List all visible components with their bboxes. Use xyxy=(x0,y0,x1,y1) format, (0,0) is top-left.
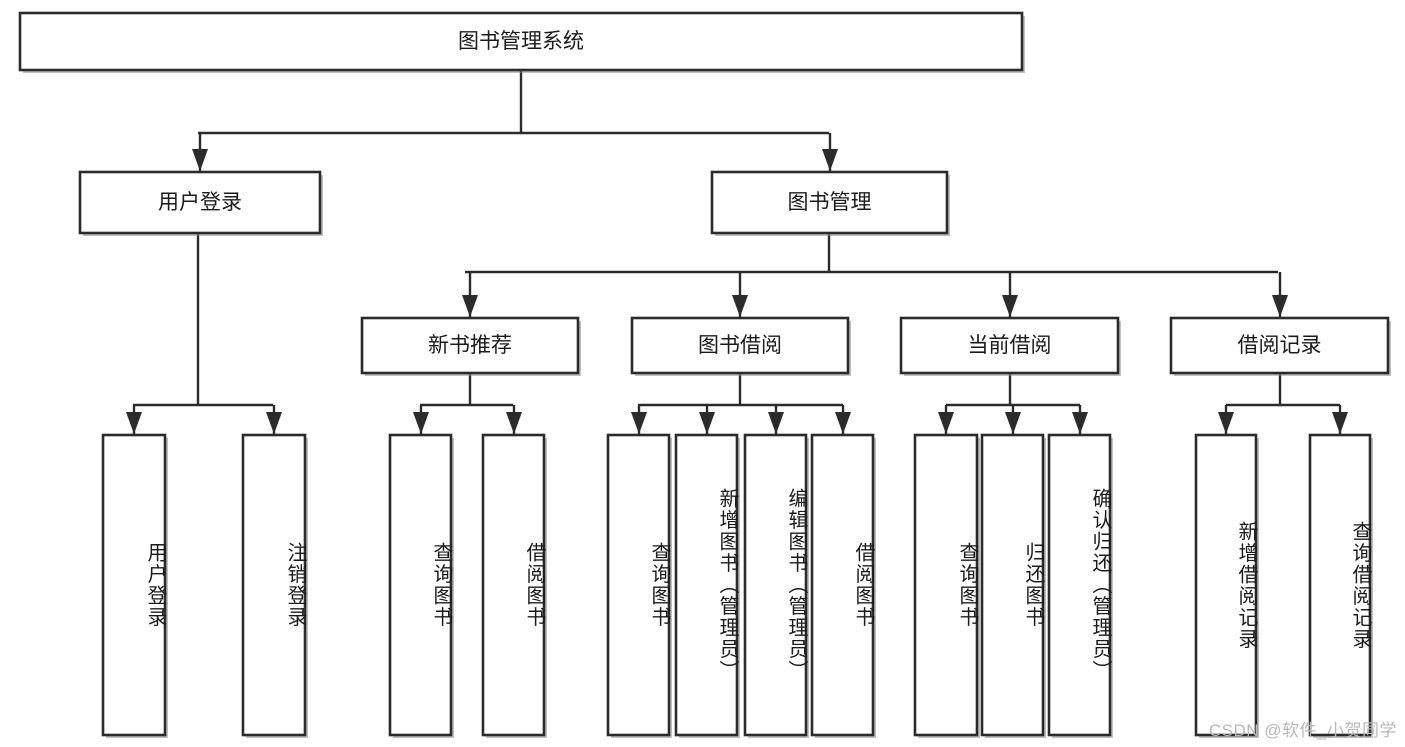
node-rect[interactable] xyxy=(360,316,580,375)
arrow-head-icon xyxy=(506,412,522,434)
node-root[interactable] xyxy=(18,11,1025,73)
csdn-watermark: CSDN @软件_小贺同学 xyxy=(1208,721,1397,740)
node-label: 图书管理 xyxy=(788,191,872,214)
node-borrow-record[interactable] xyxy=(1169,316,1391,376)
boxes-layer xyxy=(18,11,1391,738)
connector-group-bus-book-borrow xyxy=(631,373,851,434)
node-rect[interactable] xyxy=(1308,433,1372,737)
arrow-head-icon xyxy=(699,412,715,434)
node-label: 用户登录 xyxy=(158,191,242,214)
node-label: 图书管理系统 xyxy=(458,30,584,53)
node-book-borrow[interactable] xyxy=(630,316,851,376)
node-rect[interactable] xyxy=(743,433,808,737)
node-rect[interactable] xyxy=(606,433,671,737)
node-new-book-rec[interactable] xyxy=(360,316,581,376)
arrow-head-icon xyxy=(835,412,851,434)
arrow-head-icon xyxy=(938,412,954,434)
node-rect[interactable] xyxy=(1194,433,1258,737)
arrow-head-icon xyxy=(1218,412,1234,434)
node-label: 当前借阅 xyxy=(968,334,1052,357)
node-rect[interactable] xyxy=(481,433,546,737)
node-leaf-query-book-rec[interactable] xyxy=(388,433,454,738)
node-rect[interactable] xyxy=(630,316,850,375)
node-leaf-user-login[interactable] xyxy=(101,433,168,738)
node-label: 图书借阅 xyxy=(698,334,782,357)
node-book-manage[interactable] xyxy=(710,170,950,236)
connector-group-bus-root xyxy=(192,70,838,171)
node-leaf-add-book[interactable] xyxy=(674,433,740,738)
arrow-head-icon xyxy=(126,412,142,434)
arrow-head-icon xyxy=(768,412,784,434)
node-leaf-add-record[interactable] xyxy=(1194,433,1259,738)
node-label: 借阅记录 xyxy=(1238,334,1322,357)
arrow-head-icon xyxy=(462,295,478,317)
arrow-head-icon xyxy=(1072,412,1088,434)
node-label: 新书推荐 xyxy=(428,334,512,357)
node-rect[interactable] xyxy=(1047,433,1112,737)
node-leaf-query-book-cb[interactable] xyxy=(913,433,980,738)
node-rect[interactable] xyxy=(899,316,1120,375)
node-rect[interactable] xyxy=(18,11,1024,72)
arrow-head-icon xyxy=(1332,412,1348,434)
connector-group-bus-user-login xyxy=(126,233,282,434)
arrow-head-icon xyxy=(1005,412,1021,434)
node-rect[interactable] xyxy=(980,433,1045,737)
node-rect[interactable] xyxy=(913,433,979,737)
node-leaf-borrow-book-bb[interactable] xyxy=(810,433,876,738)
connector-group-bus-current-borrow xyxy=(938,373,1088,434)
node-leaf-confirm-return[interactable] xyxy=(1047,433,1113,738)
node-rect[interactable] xyxy=(241,433,307,737)
node-rect[interactable] xyxy=(101,433,167,737)
connector-group-bus-new-book-rec xyxy=(413,373,522,434)
connector-group-bus-borrow-record xyxy=(1218,373,1348,434)
node-leaf-query-book-bb[interactable] xyxy=(606,433,672,738)
node-leaf-return-book[interactable] xyxy=(980,433,1046,738)
connector-group-bus-book-manage xyxy=(462,233,1288,317)
node-user-login[interactable] xyxy=(78,170,323,236)
node-rect[interactable] xyxy=(710,170,949,235)
node-rect[interactable] xyxy=(388,433,453,737)
arrow-head-icon xyxy=(1002,295,1018,317)
node-rect[interactable] xyxy=(810,433,875,737)
connectors-layer xyxy=(126,70,1348,434)
arrow-head-icon xyxy=(1272,295,1288,317)
node-rect[interactable] xyxy=(674,433,739,737)
node-rect[interactable] xyxy=(1169,316,1390,375)
arrow-head-icon xyxy=(266,412,282,434)
arrow-head-icon xyxy=(732,295,748,317)
arrow-head-icon xyxy=(631,412,647,434)
node-leaf-query-record[interactable] xyxy=(1308,433,1373,738)
arrow-head-icon xyxy=(192,149,208,171)
node-leaf-edit-book[interactable] xyxy=(743,433,809,738)
arrow-head-icon xyxy=(413,412,429,434)
node-current-borrow[interactable] xyxy=(899,316,1121,376)
node-leaf-borrow-book-rec[interactable] xyxy=(481,433,547,738)
node-leaf-logout[interactable] xyxy=(241,433,308,738)
arrow-head-icon xyxy=(822,149,838,171)
node-rect[interactable] xyxy=(78,170,322,235)
